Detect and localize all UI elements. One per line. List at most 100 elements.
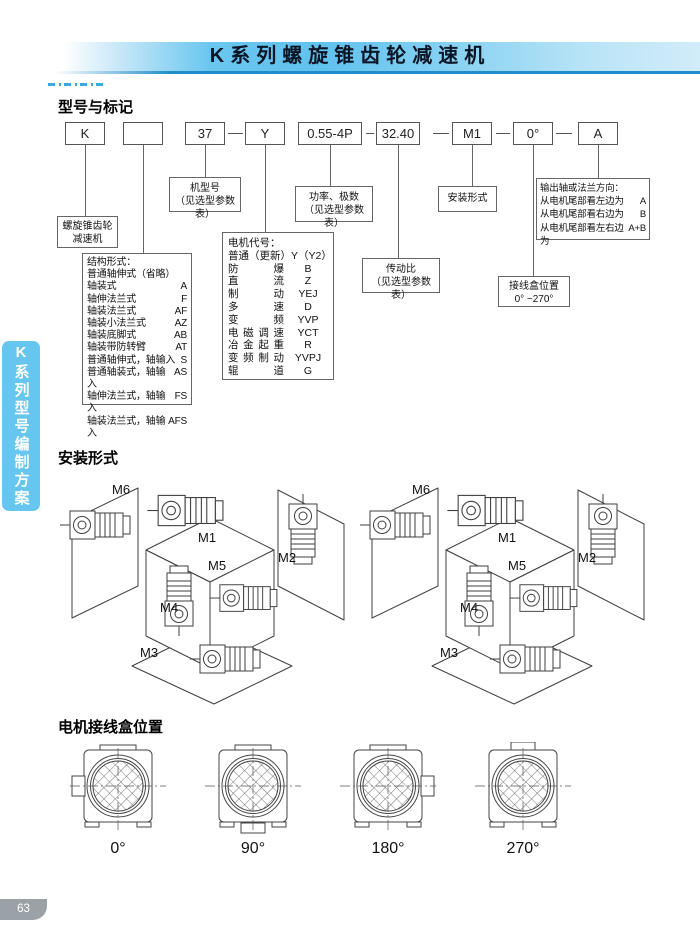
note-code: AFS: [168, 415, 187, 427]
mount-label-m3: M3: [140, 645, 159, 660]
junction-angle-90: 90°: [240, 840, 266, 857]
decorative-dashes: [48, 83, 106, 86]
connector: [330, 145, 331, 186]
note-title: 结构形式：: [87, 257, 136, 268]
mount-label-m5: M5: [508, 558, 527, 573]
note-label: 多速: [228, 300, 284, 313]
sidebar-tab-k-series: K系列型号编制方案: [2, 341, 40, 511]
note-code: YEJ: [298, 288, 318, 301]
note-line: 接线盒位置: [509, 281, 559, 292]
note-label: 从电机尾部看左边为: [540, 196, 624, 208]
code-box-junction: 0°: [513, 122, 553, 145]
note-line: 传动比: [386, 264, 416, 275]
code-box-motor: Y: [245, 122, 285, 145]
note-label: 轴装法兰式: [87, 305, 136, 317]
connector: [228, 133, 243, 134]
note-label: 从电机尾部看右边为: [540, 209, 624, 221]
note-label: 制动: [228, 288, 284, 301]
note-code: YCT: [297, 326, 319, 339]
mounting-diagram-art: [360, 487, 645, 705]
note-code: R: [304, 339, 312, 352]
header-underline: [55, 71, 700, 74]
connector: [205, 145, 206, 177]
note-line: （见选型参数表）: [371, 277, 431, 301]
mounting-diagram-right: M6 M1 M2 M5 M4 M3: [360, 468, 655, 708]
note-label: 从电机尾部看左右边为: [540, 222, 624, 247]
note-code: A+B: [628, 222, 646, 234]
motor-figure-90deg: [205, 742, 301, 834]
note-label: 轴装式: [87, 281, 117, 293]
motor-figure-0deg: [70, 742, 166, 834]
note-label: 轴装带防转臂: [87, 342, 146, 354]
note-row: 从电机尾部看左右边为 A+B: [540, 222, 646, 248]
mount-label-m6: M6: [112, 482, 131, 497]
note-label: 轴装底脚式: [87, 330, 136, 342]
note-line: 普通（更新）Y（Y2）: [228, 249, 332, 262]
note-power-poles: 功率、极数 （见选型参数表）: [295, 186, 373, 229]
note-code: F: [181, 293, 187, 305]
connector: [143, 145, 144, 253]
note-reducer: 螺旋锥齿轮 减速机: [57, 216, 118, 248]
code-box-power: 0.55-4P: [298, 122, 362, 145]
code-box-frame: 37: [185, 122, 225, 145]
mount-label-m3: M3: [440, 645, 459, 660]
note-code: AZ: [174, 318, 188, 330]
code-box-mounting: M1: [452, 122, 492, 145]
mount-label-m2: M2: [578, 550, 597, 565]
header-band: K系列螺旋锥齿轮减速机: [0, 42, 700, 71]
mounting-section-heading: 安装形式: [58, 450, 119, 467]
note-line: （见选型参数表）: [304, 205, 364, 229]
note-line: 0° ~270°: [514, 294, 554, 305]
code-box-structure: [123, 122, 163, 145]
note-code: AS: [174, 366, 187, 378]
note-label: 轴装法兰式，轴输入: [87, 415, 166, 439]
code-box-series: K: [65, 122, 105, 145]
note-row: 轴装小法兰式 AZ: [87, 318, 187, 330]
note-junction-position: 接线盒位置 0° ~270°: [498, 276, 570, 307]
note-label: 直流: [228, 275, 284, 288]
mount-label-m2: M2: [278, 550, 297, 565]
note-code: FS: [174, 391, 188, 403]
note-row: 直流 Z: [228, 275, 328, 288]
connector: [472, 145, 473, 186]
note-code: A: [639, 196, 646, 208]
page-title: K系列螺旋锥齿轮减速机: [209, 45, 491, 67]
note-mounting-form: 安装形式: [438, 186, 497, 212]
junction-angle-270: 270°: [506, 840, 540, 857]
junction-angle-180: 180°: [371, 840, 405, 857]
note-line: 普通轴伸式（省略）: [87, 269, 176, 281]
connector: [265, 145, 266, 232]
note-row: 普通轴装式，轴输入 AS: [87, 367, 187, 391]
note-row: 制动 YEJ: [228, 288, 328, 301]
note-row: 从电机尾部看右边为 B: [540, 208, 646, 221]
page-number-badge: 63: [0, 899, 47, 920]
note-line: 减速机: [72, 234, 103, 245]
mount-label-m1: M1: [498, 530, 517, 545]
note-line: （见选型参数表）: [175, 196, 235, 220]
note-label: 轴装小法兰式: [87, 318, 146, 330]
motor-figure-180deg: [340, 742, 436, 834]
note-row: 从电机尾部看左边为 A: [540, 195, 646, 208]
note-title: 输出轴或法兰方向：: [540, 183, 624, 194]
note-code: Z: [304, 275, 312, 288]
mount-label-m4: M4: [160, 600, 179, 615]
junction-section-heading: 电机接线盒位置: [58, 719, 164, 736]
mounting-diagram-art: [60, 487, 345, 705]
note-code: YVP: [297, 313, 319, 326]
connector: [366, 133, 374, 134]
note-label: 普通轴装式，轴输入: [87, 366, 166, 391]
note-frame-size: 机型号 （见选型参数表）: [169, 177, 241, 220]
connector: [398, 145, 399, 258]
motor-figure-270deg: [475, 742, 571, 834]
note-label: 普通轴伸式，轴输入: [87, 354, 176, 366]
